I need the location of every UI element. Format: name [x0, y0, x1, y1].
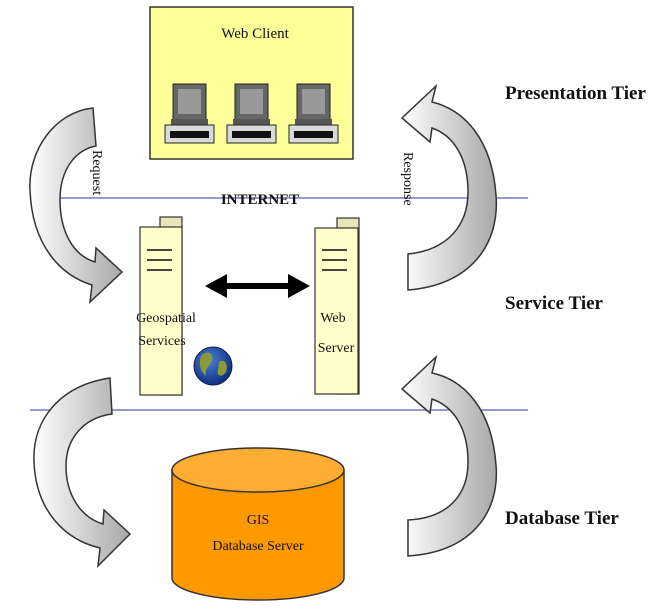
- geospatial-services-server: Geospatial Services: [136, 216, 196, 396]
- client-computer-icon: [164, 83, 215, 144]
- bidirectional-arrow: [205, 274, 310, 298]
- geospatial-label-line1: Geospatial: [136, 311, 196, 326]
- response-label: Response: [400, 152, 415, 206]
- database-label-line1: GIS: [247, 513, 270, 528]
- database-response-curved-arrow: [400, 354, 498, 557]
- presentation-tier-label: Presentation Tier: [505, 83, 646, 104]
- web-server: Web Server: [314, 217, 360, 395]
- client-computer-icon: [226, 83, 277, 144]
- database-label-line2: Database Server: [212, 539, 304, 554]
- web-client-title: Web Client: [221, 26, 289, 42]
- client-computer-icon: [288, 83, 339, 144]
- database-request-curved-arrow: [33, 377, 132, 569]
- request-label: Request: [89, 150, 104, 195]
- response-curved-arrow: Response: [400, 83, 498, 291]
- web-server-label-line2: Server: [318, 341, 355, 356]
- web-client-box: Web Client: [149, 6, 354, 160]
- service-tier-label: Service Tier: [505, 293, 604, 314]
- globe-icon: [193, 346, 233, 386]
- database-tier-label: Database Tier: [505, 508, 619, 529]
- geospatial-label-line2: Services: [138, 334, 185, 349]
- gis-database-cylinder: GIS Database Server: [171, 447, 345, 601]
- internet-label: INTERNET: [221, 192, 299, 208]
- request-curved-arrow: Request: [29, 107, 124, 304]
- web-server-label-line1: Web: [320, 311, 345, 326]
